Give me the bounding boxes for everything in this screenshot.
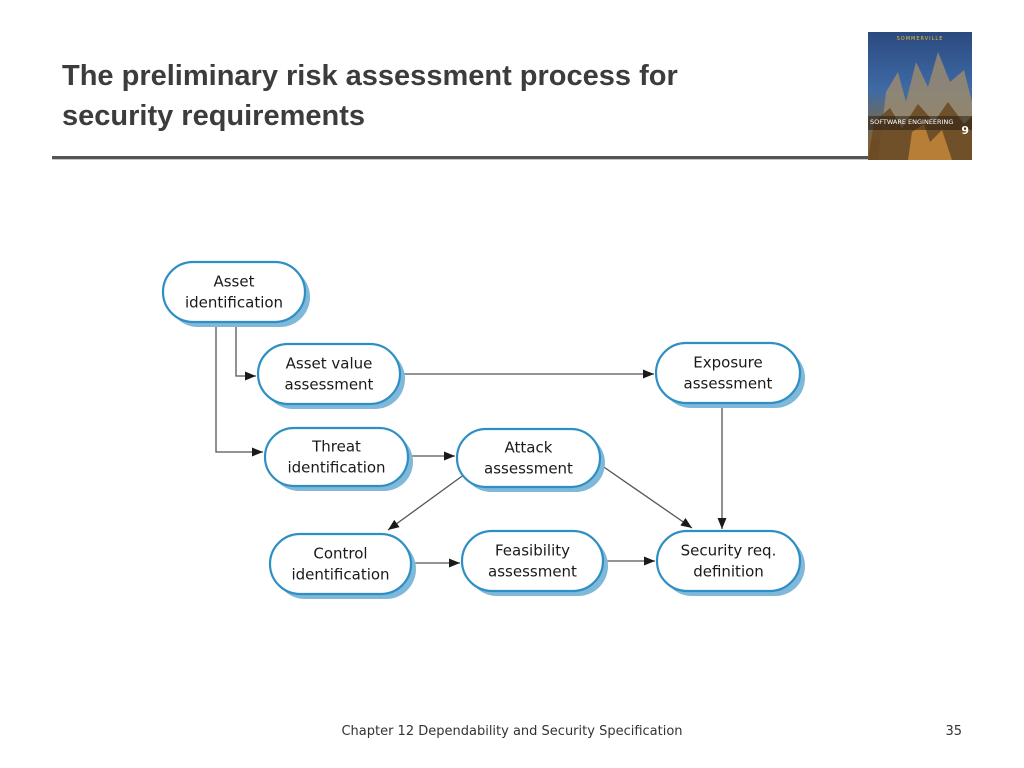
edge-layer	[215, 322, 727, 568]
edge-asset-identification-to-asset-value-assessment	[235, 322, 256, 381]
arrow-head	[643, 369, 654, 379]
node-box	[263, 426, 410, 488]
node-label: identification	[287, 459, 385, 477]
node-label: Asset	[213, 273, 254, 291]
slide-footer: Chapter 12 Dependability and Security Sp…	[341, 724, 683, 739]
book-edition: 9	[961, 124, 969, 137]
book-title: SOFTWARE ENGINEERING	[870, 118, 954, 126]
node-asset-value-assessment: Asset value assessment	[256, 342, 405, 409]
node-label: identification	[185, 294, 283, 312]
node-box	[455, 427, 602, 489]
book-author: SOMMERVILLE	[896, 36, 944, 42]
edge-line	[387, 473, 466, 531]
edge-control-identification-to-feasibility-assessment	[411, 558, 460, 568]
arrow-head	[449, 558, 460, 568]
arrow-head	[252, 447, 263, 457]
node-feasibility-assessment: Feasibility assessment	[460, 529, 608, 596]
edge-threat-identification-to-attack-assessment	[408, 451, 455, 461]
edge-exposure-assessment-to-security-req-definition	[717, 403, 727, 529]
node-box	[460, 529, 605, 593]
node-label: assessment	[285, 376, 374, 394]
node-label: Exposure	[693, 354, 762, 372]
edge-attack-assessment-to-control-identification	[387, 473, 466, 531]
edge-attack-assessment-to-security-req-definition	[597, 462, 693, 529]
node-label: Control	[313, 545, 367, 563]
node-label: Asset value	[286, 355, 373, 373]
arrow-head	[680, 518, 692, 528]
node-box	[654, 341, 802, 405]
node-label: definition	[693, 563, 764, 581]
node-threat-identification: Threat identification	[263, 426, 413, 491]
node-label: assessment	[488, 563, 577, 581]
book-cover-image: SOMMERVILLE SOFTWARE ENGINEERING 9	[868, 32, 972, 160]
node-control-identification: Control identification	[268, 532, 416, 599]
node-label: identification	[291, 566, 389, 584]
node-label: assessment	[684, 375, 773, 393]
arrow-head	[245, 371, 256, 381]
node-box	[268, 532, 413, 596]
book-title-band	[868, 116, 972, 130]
node-security-req-definition: Security req. definition	[655, 529, 805, 596]
arrow-head	[388, 519, 400, 530]
node-box	[655, 529, 802, 593]
node-label: Attack	[505, 439, 553, 457]
edge-feasibility-assessment-to-security-req-definition	[603, 556, 655, 566]
node-box	[161, 260, 307, 324]
node-exposure-assessment: Exposure assessment	[654, 341, 805, 408]
arrow-head	[717, 518, 727, 529]
node-attack-assessment: Attack assessment	[455, 427, 605, 492]
node-label: Threat	[311, 438, 361, 456]
node-label: Feasibility	[495, 542, 570, 560]
arrow-head	[644, 556, 655, 566]
node-box	[256, 342, 402, 406]
edge-line	[235, 322, 256, 377]
page-number: 35	[945, 724, 962, 739]
node-label: assessment	[484, 460, 573, 478]
node-asset-identification: Asset identification	[161, 260, 310, 327]
edge-line	[215, 322, 263, 453]
slide-title: The preliminary risk assessment process …	[62, 60, 678, 132]
edge-line	[597, 462, 693, 529]
title-divider	[52, 156, 870, 159]
node-label: Security req.	[681, 542, 777, 560]
title-divider-shadow	[52, 159, 870, 160]
arrow-head	[444, 451, 455, 461]
edge-asset-value-assessment-to-exposure-assessment	[400, 369, 654, 379]
edge-asset-identification-to-threat-identification	[215, 322, 263, 457]
